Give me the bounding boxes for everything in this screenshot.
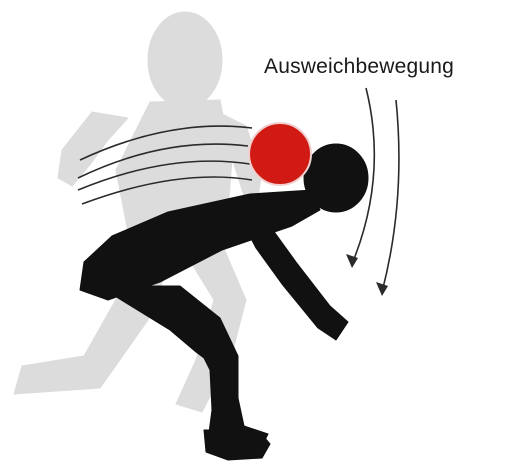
dodge-label: Ausweichbewegung [264,55,454,79]
ducking-foot [204,430,270,460]
arrowhead-2 [376,282,388,296]
ghost-head [148,12,222,108]
arrowhead-1 [346,254,358,268]
ball [249,123,311,185]
arrowheads [346,254,388,296]
dodge-arrow-2 [382,100,399,292]
